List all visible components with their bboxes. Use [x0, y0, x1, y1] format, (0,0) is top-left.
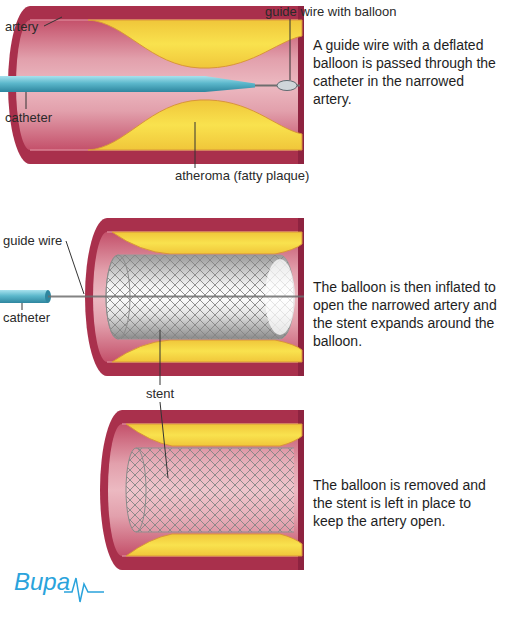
leader-line	[66, 241, 84, 294]
stent-end	[126, 448, 146, 532]
part-label: guide wire	[3, 233, 62, 248]
leader-line	[160, 402, 168, 478]
part-label: catheter	[3, 310, 50, 325]
plaque-top	[112, 232, 302, 254]
leader-line	[22, 303, 23, 310]
plaque-bottom	[126, 534, 302, 556]
leader-line	[26, 92, 27, 109]
step-note: The balloon is removed and the stent is …	[313, 476, 499, 530]
part-label: artery	[5, 19, 38, 34]
artery-lumen	[108, 424, 302, 556]
part-label: stent	[146, 386, 174, 401]
panel-1	[0, 6, 304, 168]
panel-3	[100, 402, 304, 570]
logo-text: Bupa	[14, 568, 70, 596]
part-label: catheter	[5, 110, 52, 125]
part-label: guide wire with balloon	[265, 4, 397, 19]
stent-body	[126, 448, 294, 532]
plaque-top	[126, 424, 302, 446]
catheter-tube	[0, 290, 48, 303]
plaque-top	[88, 20, 302, 68]
artery-lining	[122, 424, 302, 556]
stent-mesh	[126, 448, 294, 532]
artery-wall	[100, 410, 302, 570]
leader-line	[290, 19, 291, 80]
leader-line	[44, 17, 62, 26]
catheter-tube	[0, 76, 205, 92]
panel-2	[0, 218, 304, 385]
leader-line	[160, 330, 161, 385]
step-note: A guide wire with a deflated balloon is …	[313, 36, 499, 108]
step-note: The balloon is then inflated to open the…	[313, 278, 499, 350]
stent-edge	[136, 448, 294, 532]
deflated-balloon	[277, 81, 297, 91]
plaque-bottom	[112, 340, 302, 362]
guide-wire	[48, 296, 304, 298]
leader-line	[195, 122, 196, 168]
part-label: atheroma (fatty plaque)	[175, 168, 309, 183]
catheter-tip	[205, 76, 255, 92]
